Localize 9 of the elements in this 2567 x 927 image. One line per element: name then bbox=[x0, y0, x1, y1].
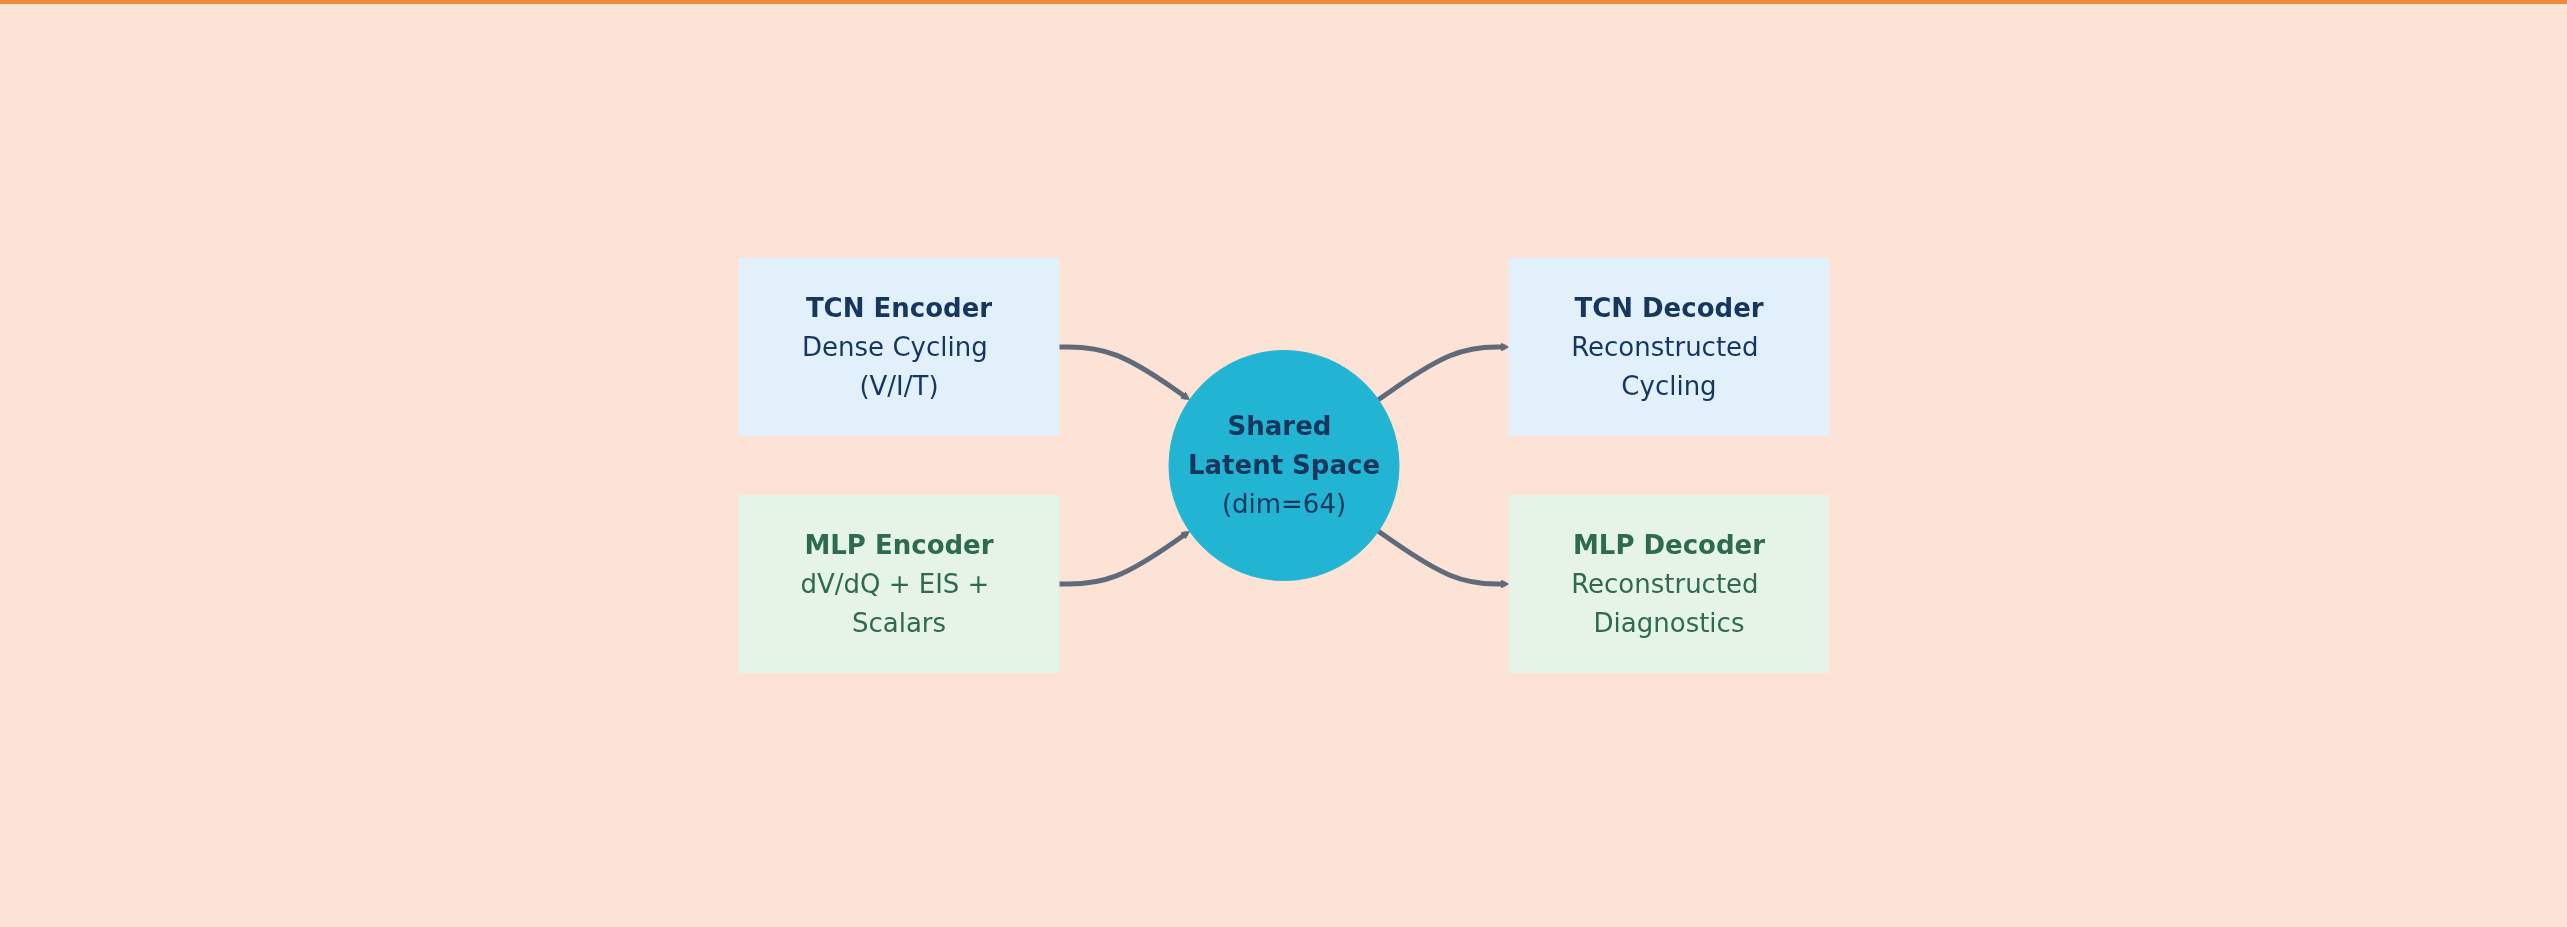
arrow bbox=[1058, 530, 1190, 587]
node-circle: Shared Latent Space (dim=64) bbox=[1168, 350, 1399, 581]
node-box: TCN Encoder Dense Cycling (V/I/T) bbox=[738, 258, 1059, 436]
node-box: TCN Decoder Reconstructed Cycling bbox=[1508, 258, 1829, 436]
arrow bbox=[1376, 342, 1509, 402]
arrow bbox=[1058, 344, 1190, 401]
arrow bbox=[1376, 529, 1509, 589]
node-box: MLP Encoder dV/dQ + EIS + Scalars bbox=[738, 495, 1059, 673]
node-box: MLP Decoder Reconstructed Diagnostics bbox=[1508, 495, 1829, 673]
